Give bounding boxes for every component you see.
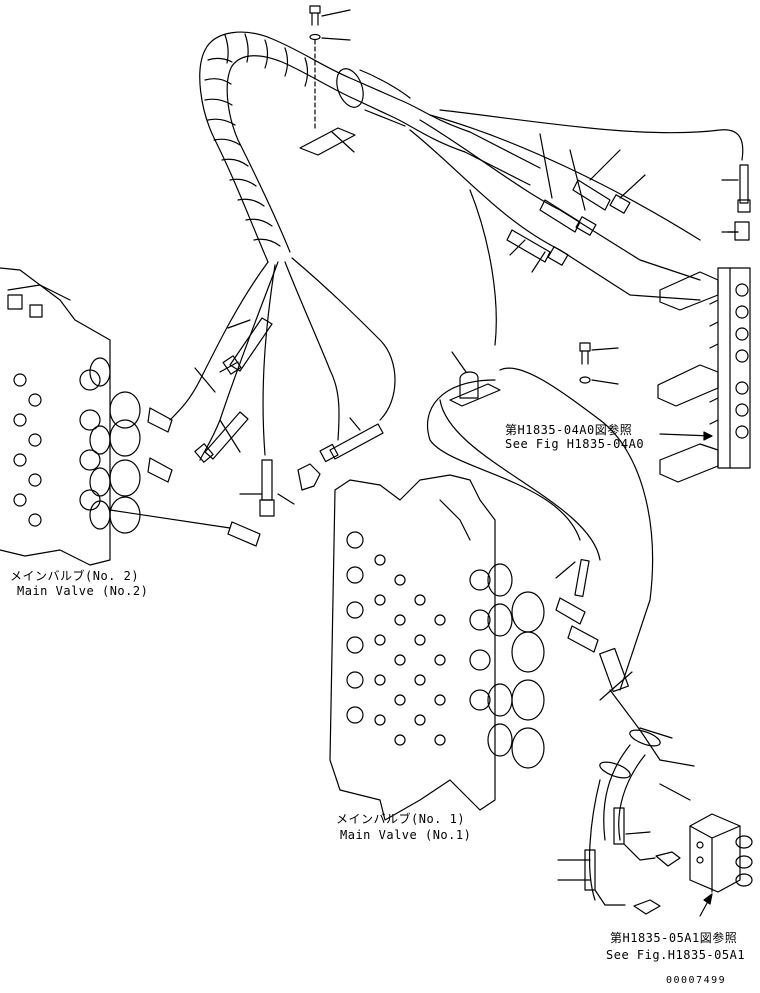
ref-top-en: See Fig H1835-04A0 — [505, 437, 645, 451]
ref-bottom-jp: 第H1835-05A1図参照 — [610, 931, 738, 945]
lower-hose — [426, 367, 661, 906]
ref-bottom-en: See Fig.H1835-05A1 — [606, 948, 746, 962]
middle-bolt-clamp — [449, 342, 619, 407]
hose-fittings — [194, 164, 751, 517]
main-valve-1 — [329, 474, 599, 821]
right-manifold — [657, 267, 751, 483]
main-valve-2-label-jp: メインバルブ(No. 2) — [10, 569, 140, 583]
main-valve-2-label-en: Main Valve (No.2) — [17, 584, 149, 598]
main-valve-1-label-en: Main Valve (No.1) — [340, 828, 472, 842]
drawing-id: 00007499 — [666, 975, 727, 986]
main-valve-1-label-jp: メインバルブ(No. 1) — [336, 812, 466, 826]
bottom-right-block — [633, 813, 753, 917]
top-bolt-clamp — [299, 5, 356, 156]
hose-bundle — [169, 31, 744, 461]
main-valve-2 — [0, 267, 261, 566]
leader-lines — [194, 133, 739, 881]
ref-top-jp: 第H1835-04A0図参照 — [505, 423, 633, 437]
